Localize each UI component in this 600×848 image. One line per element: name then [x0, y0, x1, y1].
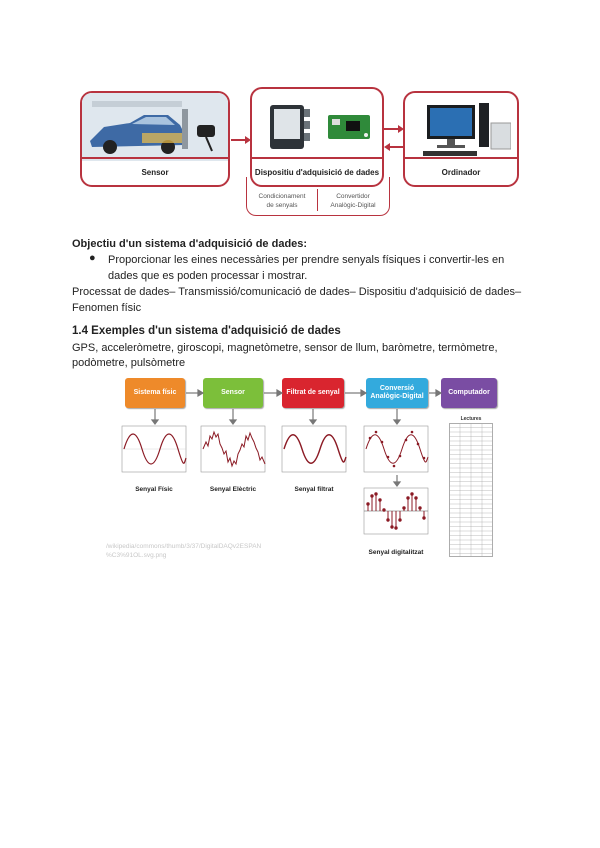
computer-label: Ordinador — [405, 157, 517, 185]
objective-title: Objectiu d'un sistema d'adquisició de da… — [72, 238, 308, 250]
stage-computer: Computador — [441, 378, 497, 408]
caption-filtered-signal: Senyal filtrat — [294, 486, 334, 493]
stage-arrows — [150, 388, 443, 487]
flow-line-1: Processat de dades– Transmissió/comunica… — [72, 286, 522, 298]
bidirectional-arrow-icon — [384, 125, 404, 151]
daq-chain-diagram: Sistema físic Sensor Filtrat de senyal C… — [100, 372, 510, 572]
caption-electrical-signal: Senyal Elèctric — [209, 486, 257, 493]
daq-sub-bracket — [246, 177, 390, 216]
stage-filter: Filtrat de senyal — [282, 378, 344, 408]
filtered-signal-plot — [281, 425, 347, 473]
daq-device-box: Dispositiu d'adquisició de dades — [250, 87, 384, 187]
image-source-watermark: /wikipedia/commons/thumb/3/37/DigitalDAQ… — [106, 543, 262, 559]
bullet-dot: ● — [89, 252, 96, 264]
computer-icon — [423, 103, 511, 156]
daq-sub-divider — [317, 189, 318, 211]
daq-hardware-icon — [270, 105, 370, 149]
readings-table — [449, 423, 493, 557]
stage-ad-conversion: Conversió Analògic-Digital — [366, 378, 428, 408]
bullet-line-1: Proporcionar les eines necessàries per p… — [108, 254, 505, 266]
daq-diagram: Sensor Dispositiu d'adquisició de dades … — [78, 85, 528, 216]
examples-line-1: GPS, acceleròmetre, giroscopi, magnetòme… — [72, 342, 498, 354]
stage-sensor: Sensor — [203, 378, 263, 408]
stage-physical-system: Sistema físic — [125, 378, 185, 408]
car-sensor-icon — [82, 93, 228, 161]
examples-line-2: podòmetre, pulsòmetre — [72, 357, 186, 369]
digitized-signal-plot — [363, 487, 429, 535]
sensor-label: Sensor — [82, 157, 228, 185]
electrical-signal-plot — [200, 425, 266, 473]
caption-physical-signal: Senyal Físic — [135, 486, 173, 493]
sampled-signal-plot — [363, 425, 429, 473]
bullet-line-2: dades que es poden processar i mostrar. — [108, 270, 308, 282]
computer-box: Ordinador — [403, 91, 519, 187]
caption-digitized-signal: Senyal digitalitzat — [368, 549, 424, 556]
sensor-box: Sensor — [80, 91, 230, 187]
physical-signal-plot — [121, 425, 187, 473]
flow-line-2: Fenomen físic — [72, 302, 142, 314]
readings-table-header: Lectures — [460, 416, 482, 422]
examples-title: 1.4 Exemples d'un sistema d'adquisició d… — [72, 325, 341, 337]
daq-label: Dispositiu d'adquisició de dades — [252, 157, 382, 185]
arrow-right-icon — [231, 136, 251, 144]
sensor-illustration — [82, 93, 228, 161]
